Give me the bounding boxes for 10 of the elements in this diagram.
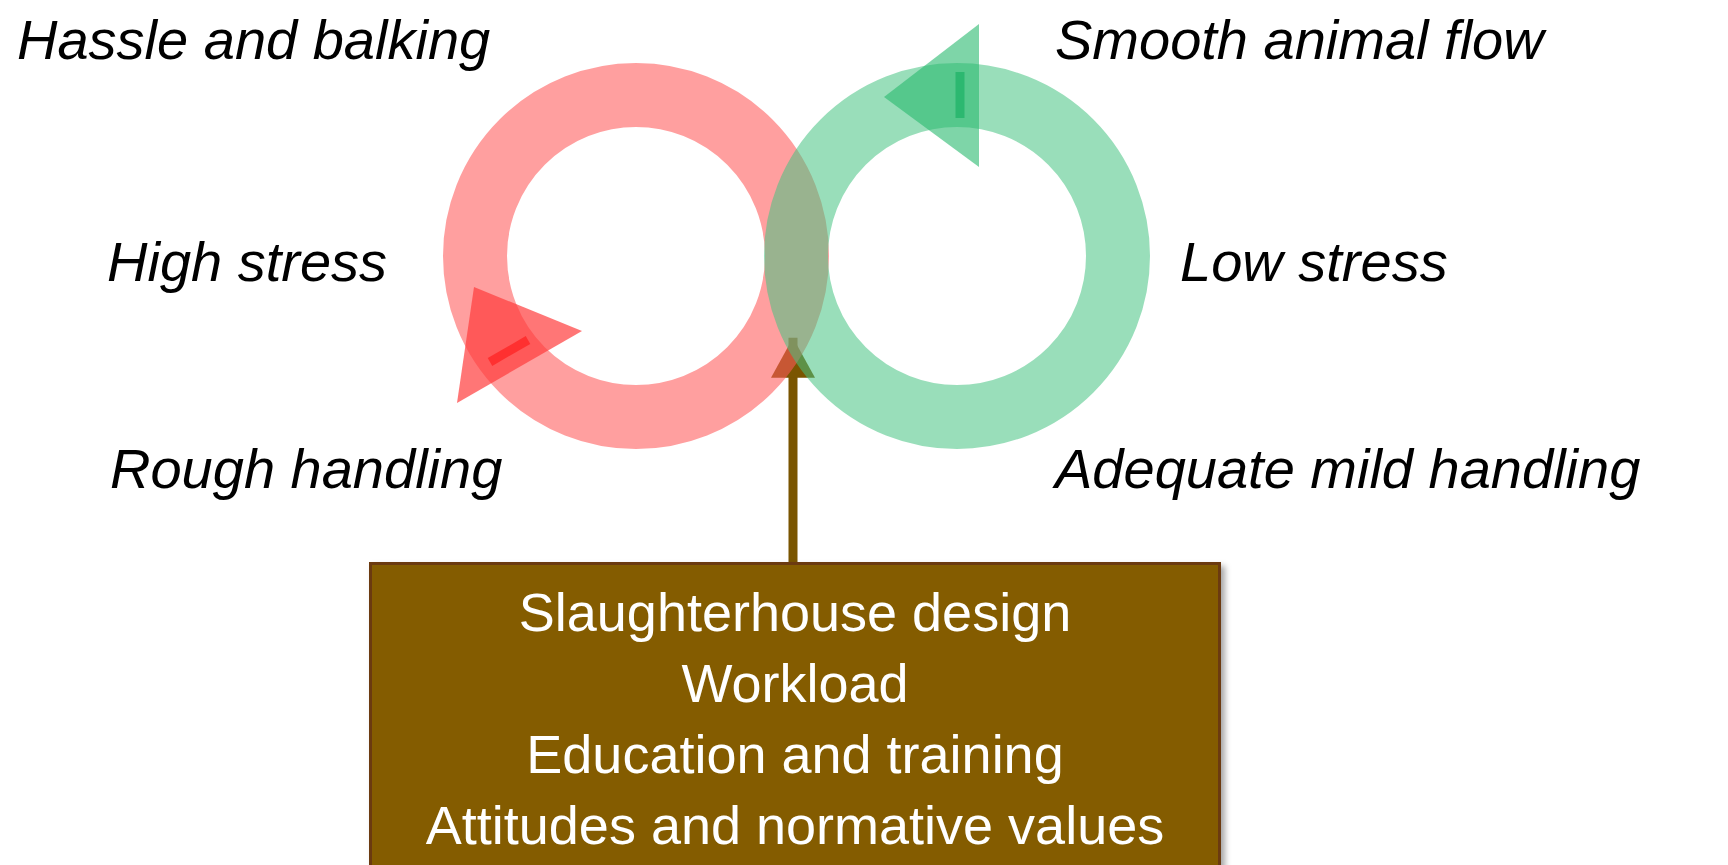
factor-text: Attitudes and normative values xyxy=(424,794,1166,857)
factor-text: Slaughterhouse design xyxy=(517,581,1073,644)
stage-label: Hassle and balking xyxy=(17,8,491,73)
factor-box xyxy=(369,562,1221,865)
stage-label: Rough handling xyxy=(110,437,503,502)
factor-text: Education and training xyxy=(525,723,1065,786)
factor-text: Workload xyxy=(680,652,910,715)
stage-label: High stress xyxy=(107,230,388,295)
stage-label: Low stress xyxy=(1180,230,1448,295)
arrow xyxy=(771,337,815,562)
